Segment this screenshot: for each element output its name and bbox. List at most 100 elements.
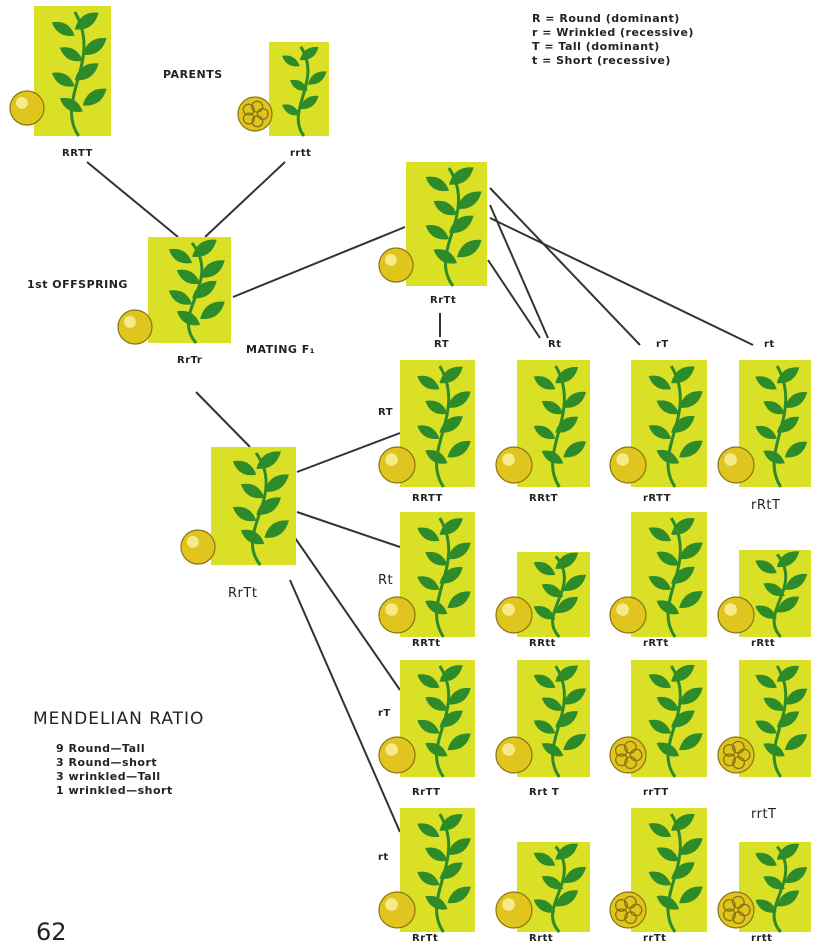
leaf-shape bbox=[541, 583, 564, 598]
plant-drawing bbox=[609, 517, 703, 638]
genotype-label: RRTT bbox=[412, 493, 443, 504]
ratio-line: 1 wrinkled—short bbox=[56, 784, 173, 797]
leaf-shape bbox=[776, 367, 800, 384]
connector-line bbox=[489, 217, 754, 346]
ratio-title: MENDELIAN RATIO bbox=[33, 709, 205, 729]
offspring-plant bbox=[378, 360, 475, 488]
gamete-left-label: RT bbox=[378, 407, 394, 418]
round-pea-icon bbox=[378, 446, 416, 484]
leaf-shape bbox=[240, 529, 265, 545]
parents-label: PARENTS bbox=[163, 68, 223, 81]
leaf-shape bbox=[256, 497, 281, 515]
leaf-shape bbox=[541, 875, 564, 890]
leaf-shape bbox=[648, 576, 672, 590]
leaf-shape bbox=[449, 167, 474, 185]
leaf-shape bbox=[59, 47, 83, 62]
leaf-shape bbox=[755, 560, 777, 574]
leaf-shape bbox=[307, 71, 327, 85]
leaf-shape bbox=[264, 520, 289, 538]
gamete-top-label: rT bbox=[656, 339, 669, 350]
leaf-shape bbox=[679, 733, 703, 751]
leaf-shape bbox=[417, 576, 440, 590]
offspring-plant bbox=[717, 660, 811, 778]
leaf-shape bbox=[425, 847, 448, 862]
connector-line bbox=[489, 187, 641, 346]
leaf-shape bbox=[282, 104, 300, 116]
leaf-shape bbox=[648, 674, 672, 689]
leaf-shape bbox=[648, 823, 672, 838]
leaf-shape bbox=[656, 696, 680, 711]
leaf-shape bbox=[563, 574, 587, 592]
plant-drawing bbox=[717, 843, 808, 934]
leaf-shape bbox=[555, 596, 579, 614]
leaf-shape bbox=[74, 12, 99, 30]
leaf-shape bbox=[533, 852, 556, 866]
leaf-shape bbox=[541, 450, 564, 464]
leaf-shape bbox=[447, 591, 471, 609]
leaf-shape bbox=[168, 248, 193, 264]
leaf-shape bbox=[784, 573, 808, 590]
genotype-label: rrtt bbox=[290, 148, 312, 159]
legend-line: r = Wrinkled (recessive) bbox=[532, 26, 694, 39]
leaf-shape bbox=[425, 400, 448, 415]
genotype-label: RrTT bbox=[412, 787, 441, 798]
leaf-shape bbox=[679, 591, 703, 609]
offspring-plant bbox=[378, 808, 475, 933]
leaf-shape bbox=[533, 606, 556, 620]
plant-drawing bbox=[717, 551, 808, 639]
leaf-shape bbox=[232, 506, 257, 522]
round-pea-icon bbox=[495, 596, 533, 634]
leaf-shape bbox=[447, 391, 471, 408]
leaf-shape bbox=[417, 719, 440, 734]
leaf-shape bbox=[439, 814, 463, 831]
plant-drawing bbox=[9, 11, 107, 137]
leaf-shape bbox=[541, 400, 564, 415]
wrinkled-pea-icon bbox=[717, 891, 755, 929]
round-pea-icon bbox=[180, 529, 216, 565]
genotype-label: RrTt bbox=[412, 933, 439, 944]
leaf-shape bbox=[439, 366, 463, 384]
leaf-shape bbox=[417, 425, 440, 440]
genotype-label: Rrtt bbox=[529, 933, 554, 944]
leaf-shape bbox=[425, 551, 448, 566]
leaf-shape bbox=[200, 301, 225, 320]
plant-drawing bbox=[717, 665, 808, 778]
leaf-shape bbox=[755, 674, 777, 689]
connector-line bbox=[289, 579, 401, 833]
leaf-shape bbox=[648, 527, 672, 542]
round-pea-icon bbox=[378, 891, 416, 929]
leaf-shape bbox=[533, 899, 556, 913]
round-pea-icon bbox=[609, 446, 647, 484]
plant-drawing bbox=[609, 664, 703, 778]
leaf-shape bbox=[784, 867, 808, 884]
leaf-shape bbox=[656, 742, 680, 757]
leaf-shape bbox=[671, 518, 695, 535]
offspring-plant bbox=[378, 512, 475, 638]
leaf-shape bbox=[176, 269, 201, 285]
ratio-line: 3 Round—short bbox=[56, 756, 158, 769]
leaf-shape bbox=[555, 711, 579, 728]
leaf-shape bbox=[763, 697, 785, 711]
wrinkled-pea-icon bbox=[237, 96, 273, 132]
leaf-shape bbox=[299, 46, 319, 61]
plant-drawing bbox=[495, 665, 587, 778]
leaf-shape bbox=[59, 97, 83, 112]
leaf-shape bbox=[425, 742, 448, 757]
plant-drawing bbox=[495, 365, 587, 488]
mendelian-ratio: MENDELIAN RATIO 9 Round—Tall 3 Round—sho… bbox=[33, 709, 205, 798]
leaf-shape bbox=[433, 249, 457, 264]
leaf-shape bbox=[656, 847, 680, 862]
wrinkled-pea-icon bbox=[717, 736, 755, 774]
plant-drawing bbox=[237, 45, 327, 137]
first-offspring-label: 1st OFFSPRING bbox=[27, 278, 128, 291]
f1-plant bbox=[117, 237, 231, 345]
round-pea-icon bbox=[717, 446, 755, 484]
leaf-shape bbox=[439, 567, 463, 584]
offspring-plant bbox=[378, 660, 475, 778]
gamete-left-label: Rt bbox=[378, 573, 394, 588]
leaf-shape bbox=[447, 886, 471, 904]
connector-line bbox=[86, 161, 179, 238]
leaf-shape bbox=[776, 711, 800, 728]
genotype-label: RRtt bbox=[529, 638, 556, 649]
